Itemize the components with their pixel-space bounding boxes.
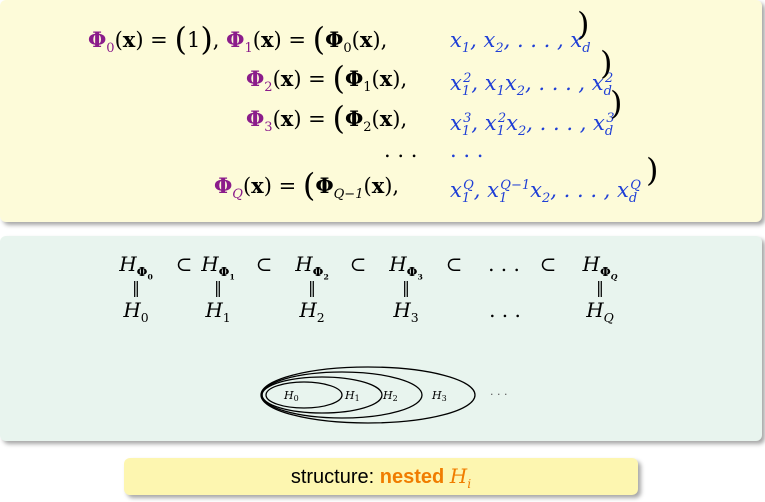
equation-row-2: Φ2(x) = (Φ1(x), x12, x1x2, . . . , xd2 ) — [0, 47, 760, 99]
structure-summary-box: structure: nested Hi — [124, 458, 638, 495]
hypothesis-hierarchy-box: HΦ0 ⊂ HΦ1 ⊂ HΦ2 ⊂ HΦ3 ⊂ . . . ⊂ HΦQ ‖ ‖ … — [0, 236, 762, 441]
equation-row-dots: . . . . . . — [384, 138, 484, 162]
equation-row-q: ΦQ(x) = (ΦQ−1(x), x1Q, x1Q−1x2, . . . , … — [0, 154, 760, 206]
terms-row-3: x13, x12x2, . . . , xd3 — [450, 111, 615, 140]
diagram-label-h0: H0 — [283, 389, 299, 403]
terms-row-2: x12, x1x2, . . . , xd2 — [450, 71, 614, 100]
terms-row-1: x1, x2, . . . , xd — [450, 28, 591, 57]
equation-row-1: Φ0(x) = (1), Φ1(x) = (Φ0(x), x1, x2, . .… — [0, 8, 760, 56]
diagram-label-h1: H1 — [344, 389, 360, 403]
diagram-ellipsis: · · · — [490, 388, 507, 401]
diagram-label-h2: H2 — [382, 389, 398, 403]
phi-symbol: Φ — [88, 27, 107, 52]
nested-sets-diagram: H0 H1 H2 H3 · · · — [260, 366, 507, 424]
phi-definitions-box: Φ0(x) = (1), Φ1(x) = (Φ0(x), x1, x2, . .… — [0, 0, 762, 222]
hierarchy-equals-row: ‖ ‖ ‖ ‖ ‖ — [132, 278, 604, 297]
terms-row-q: x1Q, x1Q−1x2, . . . , xdQ — [450, 178, 641, 207]
diagram-label-h3: H3 — [431, 389, 447, 403]
structure-text: structure: nested Hi — [290, 464, 472, 491]
hierarchy-bottom-row: H0 H1 H2 H3 . . . HQ — [123, 298, 614, 325]
equation-row-3: Φ3(x) = (Φ2(x), x13, x12x2, . . . , xd3 … — [0, 87, 760, 139]
hierarchy-top-row: HΦ0 ⊂ HΦ1 ⊂ HΦ2 ⊂ HΦ3 ⊂ . . . ⊂ HΦQ — [119, 252, 618, 282]
